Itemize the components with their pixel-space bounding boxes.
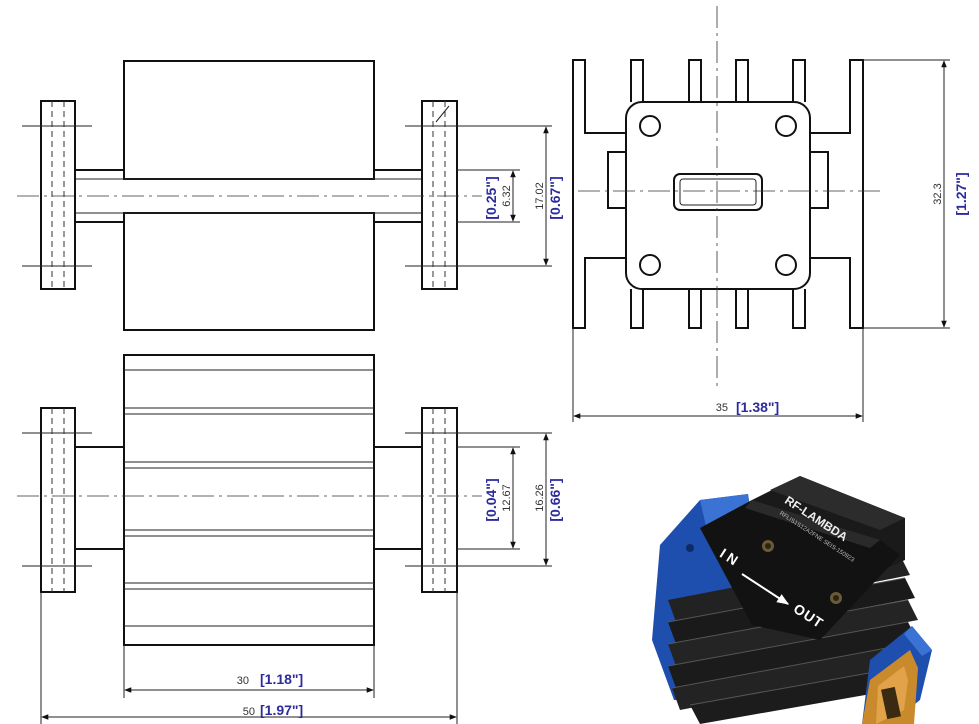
top-right-flange: [421, 100, 458, 290]
dim-17-02-mm: 17.02: [534, 182, 546, 210]
end-bottom-fin: [630, 289, 644, 329]
bolt-hole: [639, 254, 661, 276]
end-top-fin: [630, 59, 644, 102]
end-top-fin: [735, 59, 749, 102]
top-left-flange: [40, 100, 76, 290]
dim-12-67-inch: [0.04"]: [483, 478, 499, 521]
end-right-fin-outer: [810, 59, 864, 329]
dim-35-mm: 35: [716, 402, 728, 414]
end-left-fin-inner: [607, 151, 626, 209]
dim-50-inch: [1.97"]: [260, 702, 303, 718]
side-right-flange: [421, 407, 458, 593]
end-right-fin-inner: [810, 151, 829, 209]
dim-16-26-mm: 16.26: [534, 484, 546, 512]
dim-35-inch: [1.38"]: [736, 399, 779, 415]
top-view: 6.32 [0.25"] 17.02 [0.67"]: [17, 60, 563, 331]
photo-port-aperture: [881, 686, 901, 720]
dim-32-3-mm: 32.3: [932, 183, 944, 204]
side-view: 12.67 [0.04"] 16.26 [0.66"] 30 [1.18"] 5…: [17, 354, 563, 724]
top-body-lower: [123, 212, 375, 331]
dim-17-02-inch: [0.67"]: [547, 176, 563, 219]
bolt-hole: [775, 254, 797, 276]
waveguide-aperture: [673, 173, 763, 211]
end-top-fin: [688, 59, 702, 102]
bolt-hole: [775, 115, 797, 137]
dim-6-32-inch: [0.25"]: [483, 176, 499, 219]
side-left-flange: [40, 407, 76, 593]
end-bottom-fin: [688, 289, 702, 329]
top-body-upper: [123, 60, 375, 180]
end-flange-plate: [625, 101, 811, 290]
dim-50-mm: 50: [243, 706, 255, 718]
end-bottom-fin: [792, 289, 806, 329]
dim-6-32-mm: 6.32: [501, 185, 513, 206]
end-left-fin-outer: [572, 59, 626, 329]
end-top-fin: [792, 59, 806, 102]
dim-16-26-inch: [0.66"]: [547, 478, 563, 521]
dim-30-inch: [1.18"]: [260, 671, 303, 687]
photo-flow-arrow: [741, 573, 790, 605]
end-bottom-fin: [735, 289, 749, 329]
dim-12-67-mm: 12.67: [501, 484, 513, 512]
dim-30-mm: 30: [237, 675, 249, 687]
end-view: 32.3 [1.27"] 35 [1.38"]: [572, 6, 969, 422]
dim-32-3-inch: [1.27"]: [953, 172, 969, 215]
side-heatsink-body: [123, 354, 375, 646]
product-photo: RF-LAMBDA RFLIS1S12A2FNE SEIS-150923 IN …: [652, 476, 932, 724]
bolt-hole: [639, 115, 661, 137]
